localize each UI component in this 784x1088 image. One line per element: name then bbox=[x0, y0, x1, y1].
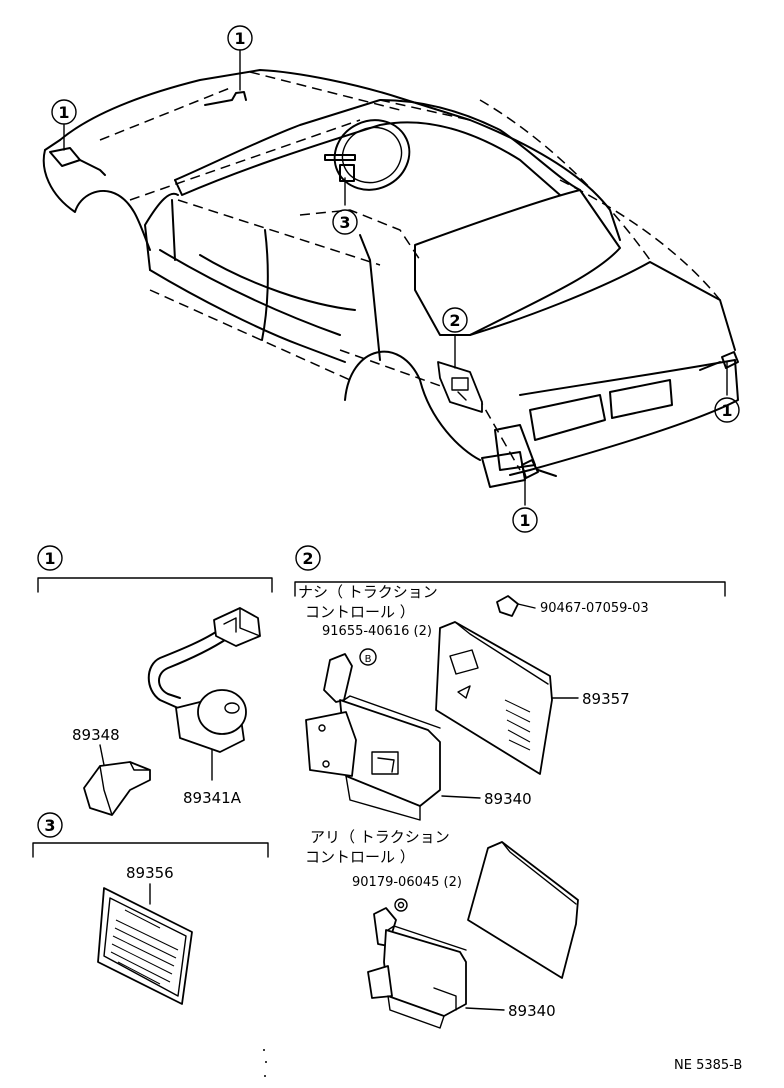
part-89340-label-a: 89340 bbox=[484, 790, 532, 808]
part-89357-label: 89357 bbox=[582, 690, 630, 708]
svg-text:2: 2 bbox=[449, 311, 460, 330]
callout-1-front: 1 bbox=[51, 99, 77, 125]
ecu-89340-without-tc-drawing bbox=[305, 653, 481, 821]
diagram-code: NE 5385-B bbox=[674, 1058, 742, 1073]
svg-text:1: 1 bbox=[234, 29, 245, 48]
callout-1-rear-left: 1 bbox=[512, 507, 538, 533]
section-2: 2 ナシ（ トラクション コントロール ） 91655-40616 (2) B … bbox=[294, 545, 726, 1029]
callout-1-roof: 1 bbox=[227, 25, 253, 51]
svg-text:1: 1 bbox=[721, 401, 732, 420]
svg-text:1: 1 bbox=[44, 549, 55, 568]
note-without-traction-control-2: コントロール ） bbox=[305, 603, 415, 621]
clip-90467-drawing bbox=[496, 595, 536, 617]
svg-text:1: 1 bbox=[58, 103, 69, 122]
sensor-89341A-drawing bbox=[147, 607, 261, 781]
car-body-illustration bbox=[42, 69, 739, 488]
nut-90179-drawing bbox=[394, 898, 408, 912]
svg-text:1: 1 bbox=[519, 511, 530, 530]
callout-2-ecu: 2 bbox=[442, 307, 468, 333]
callout-1-rear-right: 1 bbox=[714, 397, 740, 423]
part-90467-label: 90467-07059-03 bbox=[540, 601, 649, 616]
section-3: 3 89356 bbox=[32, 812, 269, 1005]
svg-text:B: B bbox=[365, 654, 372, 665]
note-without-traction-control-1: ナシ（ トラクション bbox=[298, 583, 438, 601]
part-89340-label-b: 89340 bbox=[508, 1002, 556, 1020]
part-89356-label: 89356 bbox=[126, 864, 174, 882]
ecu-89340-with-tc-drawing bbox=[367, 907, 505, 1029]
section-1: 1 89341A 89348 bbox=[37, 545, 273, 816]
part-89348-label: 89348 bbox=[72, 726, 120, 744]
caution-label-89356-drawing bbox=[97, 887, 193, 1005]
cover-with-tc-drawing bbox=[467, 841, 579, 979]
note-with-traction-control-2: コントロール ） bbox=[305, 848, 415, 866]
callout-3-label: 3 bbox=[332, 209, 358, 235]
callout-leaders bbox=[63, 49, 728, 506]
svg-text:3: 3 bbox=[339, 213, 350, 232]
part-91655-label: 91655-40616 (2) bbox=[322, 624, 432, 639]
part-90179-label: 90179-06045 (2) bbox=[352, 875, 462, 890]
cover-89357-drawing bbox=[435, 621, 579, 775]
svg-text:3: 3 bbox=[44, 816, 55, 835]
svg-text:2: 2 bbox=[302, 549, 313, 568]
clip-89348-drawing bbox=[83, 744, 151, 816]
scan-artifact-marks bbox=[263, 1049, 267, 1077]
bolt-marker-icon: B bbox=[359, 648, 377, 666]
note-with-traction-control-1: アリ（ トラクション bbox=[310, 828, 450, 846]
part-89341A-label: 89341A bbox=[183, 789, 242, 807]
